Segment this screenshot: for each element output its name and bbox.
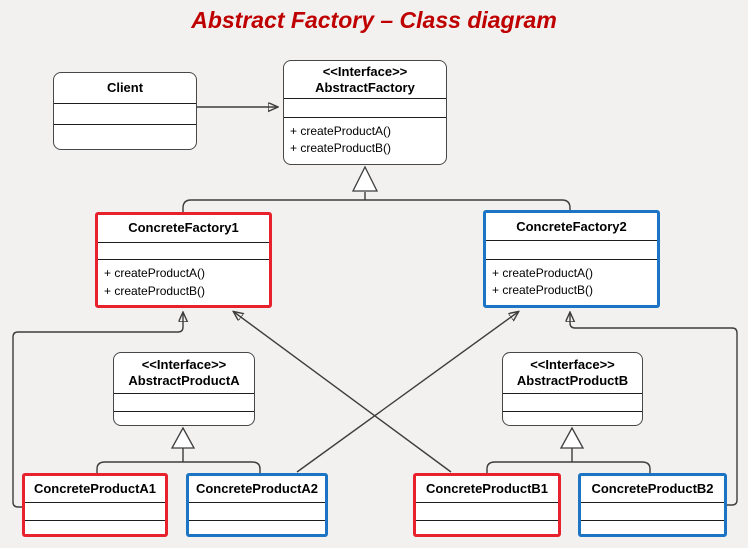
methods-compartment [416,521,558,534]
class-name: <<Interface>> AbstractFactory [284,61,446,99]
method-label: + createProductB() [290,141,392,156]
realization-branch-products-a [96,448,261,474]
methods-compartment [503,412,642,425]
methods-compartment [25,521,165,534]
generalization-triangle-abstractproducta [170,426,196,449]
class-name: <<Interface>> AbstractProductB [503,353,642,394]
class-box-abstract-factory: <<Interface>> AbstractFactory + createPr… [283,60,447,165]
generalization-triangle-abstractfactory [351,165,379,192]
stereotype-label: <<Interface>> [322,63,408,79]
methods-compartment [54,125,196,149]
class-box-abstract-product-b: <<Interface>> AbstractProductB [502,352,643,426]
class-box-concrete-product-a2: ConcreteProductA2 [186,473,328,537]
methods-compartment: + createProductA() + createProductB() [284,118,446,164]
attributes-compartment [25,503,165,521]
realization-branch-products-b [486,448,651,474]
class-name: ConcreteFactory1 [98,215,269,243]
diagram-title: Abstract Factory – Class diagram [191,7,557,33]
stereotype-label: <<Interface>> [141,357,227,373]
class-box-client: Client [53,72,197,150]
class-name: ConcreteProductB2 [581,476,724,503]
class-box-concrete-product-a1: ConcreteProductA1 [22,473,168,537]
creates-line-a2-factory2 [296,312,518,473]
generalization-triangle-abstractproductb [559,426,585,449]
stereotype-label: <<Interface>> [530,357,615,373]
methods-compartment [581,521,724,534]
class-name: ConcreteProductA1 [25,476,165,503]
methods-compartment [189,521,325,534]
attributes-compartment [416,503,558,521]
attributes-compartment [503,394,642,412]
class-name: ConcreteFactory2 [486,213,657,241]
methods-compartment: + createProductA() + createProductB() [98,260,269,305]
method-label: + createProductA() [290,124,392,138]
attributes-compartment [114,394,254,412]
attributes-compartment [486,241,657,260]
methods-compartment [114,412,254,425]
class-box-abstract-product-a: <<Interface>> AbstractProductA [113,352,255,426]
attributes-compartment [54,104,196,125]
class-name: Client [54,73,196,104]
class-box-concrete-factory2: ConcreteFactory2 + createProductA() + cr… [483,210,660,308]
class-name: ConcreteProductB1 [416,476,558,503]
realization-branch-factories [182,192,571,212]
class-box-concrete-factory1: ConcreteFactory1 + createProductA() + cr… [95,212,272,308]
class-name: ConcreteProductA2 [189,476,325,503]
method-label: + createProductB() [104,283,206,298]
attributes-compartment [98,243,269,261]
class-name: <<Interface>> AbstractProductA [114,353,254,394]
methods-compartment: + createProductA() + createProductB() [486,260,657,305]
method-label: + createProductA() [104,266,206,281]
attributes-compartment [581,503,724,521]
class-box-concrete-product-b1: ConcreteProductB1 [413,473,561,537]
attributes-compartment [284,99,446,118]
attributes-compartment [189,503,325,521]
method-label: + createProductB() [492,283,594,298]
creates-line-b1-factory1 [234,312,452,473]
method-label: + createProductA() [492,266,594,280]
class-box-concrete-product-b2: ConcreteProductB2 [578,473,727,537]
